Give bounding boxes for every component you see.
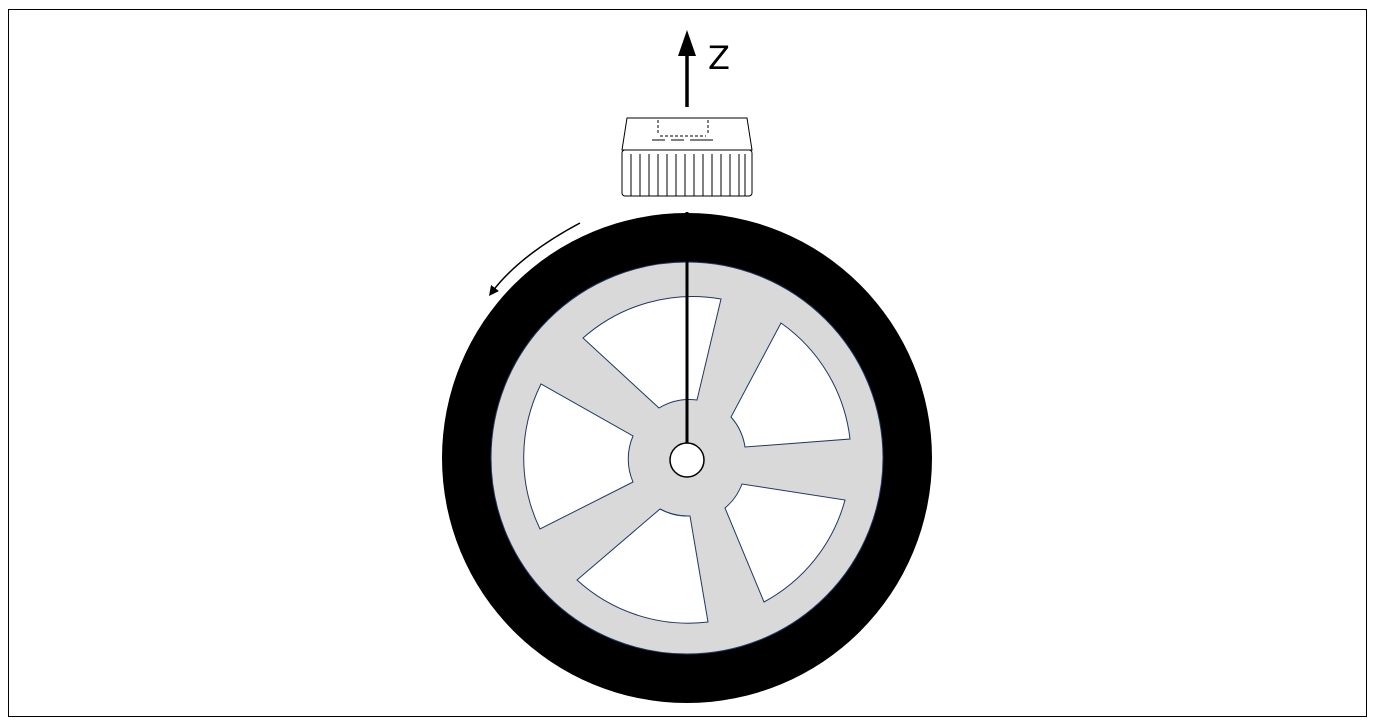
spoke-windows bbox=[523, 296, 851, 624]
spoke-window-bottom bbox=[576, 508, 709, 624]
hub-icon bbox=[669, 442, 705, 478]
diagram-frame bbox=[8, 9, 1367, 717]
z-axis-arrowhead-icon bbox=[678, 30, 696, 56]
rotation-arrow-icon bbox=[488, 222, 581, 296]
spoke-window-right-upper bbox=[730, 322, 851, 448]
sensor-chip-icon bbox=[621, 117, 753, 197]
z-axis-label: Z bbox=[708, 39, 730, 77]
spoke-window-right-lower bbox=[724, 483, 846, 603]
spoke-window-left bbox=[523, 383, 634, 530]
